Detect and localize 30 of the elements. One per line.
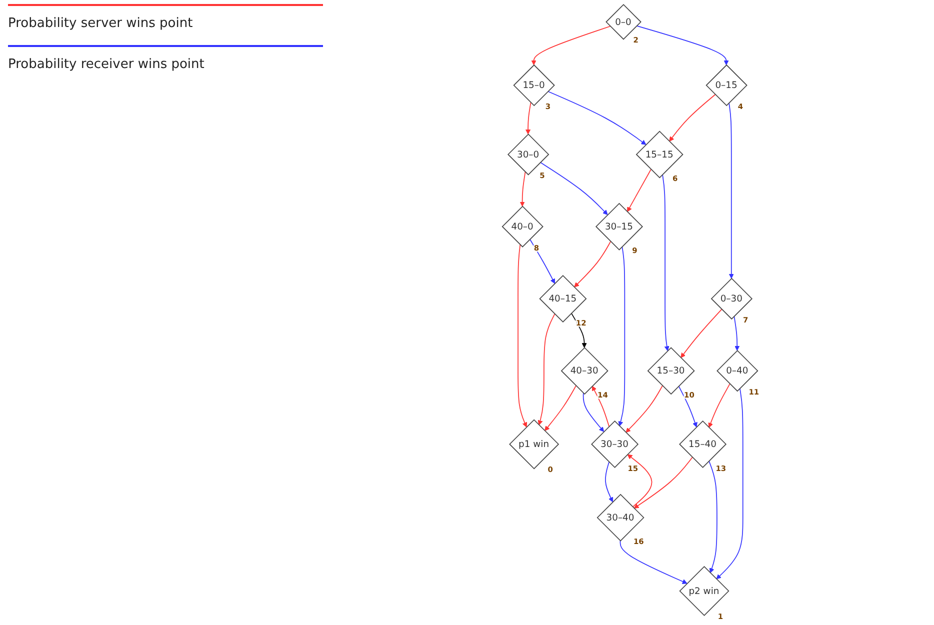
arrow xyxy=(708,460,718,574)
arrow xyxy=(540,162,608,216)
arrow xyxy=(520,172,526,207)
arrow xyxy=(708,383,730,428)
arrow xyxy=(636,25,729,66)
arrow xyxy=(634,456,693,508)
arrow xyxy=(669,94,716,142)
arrow xyxy=(627,168,652,212)
arrow xyxy=(547,90,646,145)
arrow xyxy=(626,385,663,433)
arrow xyxy=(574,241,612,288)
arrow xyxy=(620,540,688,584)
arrow xyxy=(538,314,556,426)
arrow xyxy=(531,26,611,66)
arrow xyxy=(716,388,744,580)
arrow xyxy=(627,454,652,508)
arrow xyxy=(526,102,532,134)
arrow xyxy=(544,385,576,431)
legend-text: Probability server wins point xyxy=(8,16,193,31)
legend-text: Probability receiver wins point xyxy=(8,57,204,72)
arrow xyxy=(592,386,610,427)
arrow xyxy=(680,308,722,358)
arrow xyxy=(605,462,614,502)
arrow xyxy=(678,386,698,428)
arrow xyxy=(662,174,670,352)
arrow xyxy=(728,102,734,279)
arrow xyxy=(734,316,740,351)
arrow xyxy=(518,244,528,428)
arrow xyxy=(582,392,604,432)
arrow xyxy=(618,246,626,426)
